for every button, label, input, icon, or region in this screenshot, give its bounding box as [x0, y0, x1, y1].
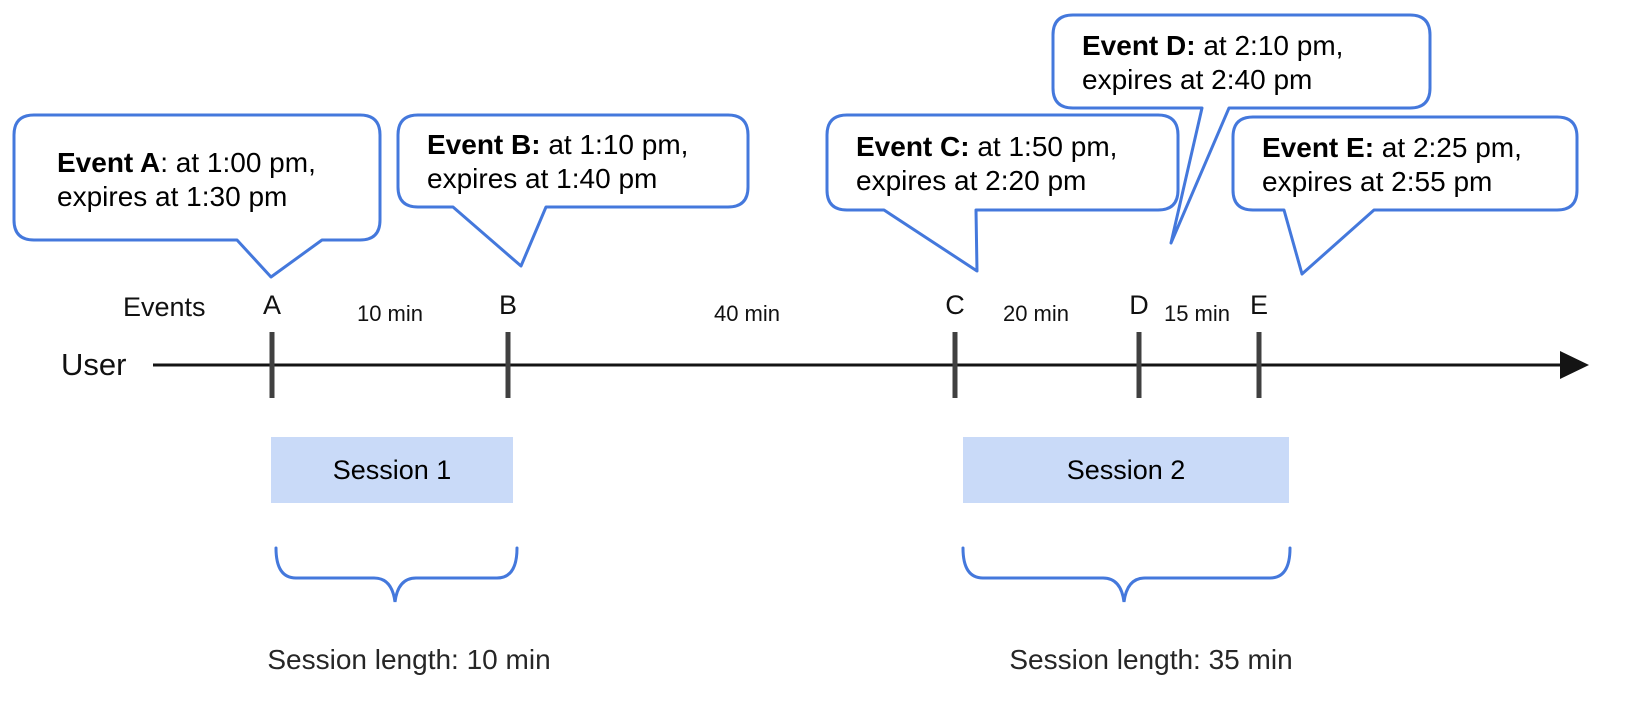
event-d-title: Event D:: [1082, 30, 1196, 61]
event-b-line2: expires at 1:40 pm: [427, 163, 658, 194]
event-a-time: : at 1:00 pm,: [160, 147, 316, 178]
interval-a-b-label: 10 min: [356, 301, 424, 326]
event-b-line1: Event B: at 1:10 pm,: [427, 128, 688, 162]
session1-box: Session 1: [271, 437, 513, 503]
timeline-arrowhead-icon: [1560, 351, 1589, 379]
event-b-time: at 1:10 pm,: [540, 129, 689, 160]
event-b-callout-text: Event B: at 1:10 pm, expires at 1:40 pm: [427, 128, 688, 196]
interval-d-e-label: 15 min: [1163, 301, 1231, 326]
event-d-time: at 2:10 pm,: [1195, 30, 1344, 61]
interval-b-c-label: 40 min: [713, 301, 781, 326]
event-a-line1: Event A: at 1:00 pm,: [57, 146, 316, 180]
event-letter-c: C: [945, 290, 965, 320]
event-a-title: Event A: [57, 147, 161, 178]
event-c-callout-text: Event C: at 1:50 pm, expires at 2:20 pm: [856, 130, 1117, 198]
event-letter-a: A: [262, 290, 282, 320]
session2-box: Session 2: [963, 437, 1289, 503]
event-a-callout-bubble: [12, 113, 382, 279]
event-letter-b: B: [498, 290, 518, 320]
event-d-line2: expires at 2:40 pm: [1082, 64, 1313, 95]
event-c-time: at 1:50 pm,: [969, 131, 1118, 162]
event-d-line1: Event D: at 2:10 pm,: [1082, 29, 1343, 63]
event-e-callout-text: Event E: at 2:25 pm, expires at 2:55 pm: [1262, 131, 1522, 199]
event-letter-e: E: [1249, 290, 1269, 320]
event-e-callout-bubble: [1231, 115, 1579, 276]
session2-length-caption: Session length: 35 min: [1009, 644, 1293, 675]
event-e-time: at 2:25 pm,: [1374, 132, 1522, 163]
session1-length-caption: Session length: 10 min: [267, 644, 551, 675]
event-e-line1: Event E: at 2:25 pm,: [1262, 131, 1522, 165]
event-c-line2: expires at 2:20 pm: [856, 165, 1087, 196]
event-a-callout-text: Event A: at 1:00 pm, expires at 1:30 pm: [57, 146, 316, 214]
event-letter-d: D: [1129, 290, 1149, 320]
session2-label: Session 2: [1066, 454, 1186, 485]
event-c-callout-bubble: [825, 113, 1180, 273]
event-e-line2: expires at 2:55 pm: [1262, 166, 1493, 197]
events-axis-label: Events: [123, 292, 206, 322]
event-b-title: Event B:: [427, 129, 541, 160]
event-b-callout-bubble: [396, 113, 750, 268]
interval-c-d-label: 20 min: [1002, 301, 1070, 326]
session2-brace: [961, 546, 1292, 603]
event-d-callout-bubble: [1051, 13, 1432, 245]
event-d-callout-text: Event D: at 2:10 pm, expires at 2:40 pm: [1082, 29, 1343, 97]
user-axis-label: User: [61, 347, 127, 382]
event-c-title: Event C:: [856, 131, 970, 162]
event-e-title: Event E:: [1262, 132, 1375, 163]
event-a-line2: expires at 1:30 pm: [57, 181, 288, 212]
event-c-line1: Event C: at 1:50 pm,: [856, 130, 1117, 164]
session1-brace: [274, 546, 519, 603]
session1-label: Session 1: [332, 454, 452, 485]
